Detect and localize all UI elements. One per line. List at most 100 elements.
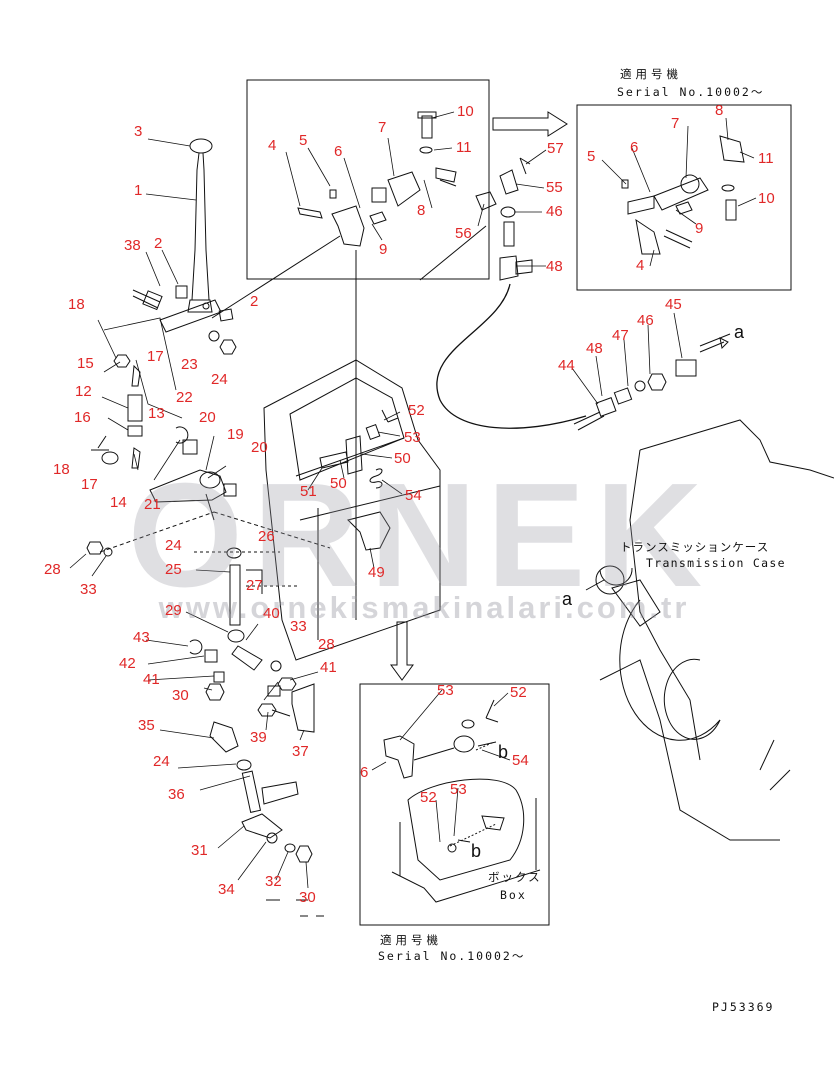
part-label-6: 6 bbox=[630, 139, 639, 156]
part-label-4: 4 bbox=[636, 257, 645, 274]
part-label-30: 30 bbox=[172, 687, 189, 704]
part-label-24: 24 bbox=[153, 753, 170, 770]
part-label-25: 25 bbox=[165, 561, 182, 578]
serial-top-right-jp: 適用号機 bbox=[620, 67, 682, 81]
part-label-39: 39 bbox=[250, 729, 267, 746]
part-label-10: 10 bbox=[457, 103, 474, 120]
part-label-8: 8 bbox=[715, 102, 724, 119]
part-label-29: 29 bbox=[165, 602, 182, 619]
part-label-43: 43 bbox=[133, 629, 150, 646]
box-text: Box bbox=[500, 888, 527, 902]
part-label-17: 17 bbox=[147, 348, 164, 365]
part-label-11: 11 bbox=[456, 139, 472, 156]
watermark-url: www.ornekismakinalari.com.tr bbox=[158, 590, 690, 625]
part-label-7: 7 bbox=[378, 119, 387, 136]
connector-letter-a-left: a bbox=[562, 589, 573, 609]
part-label-2: 2 bbox=[250, 293, 259, 310]
watermark-logo: ORNEK bbox=[127, 453, 713, 618]
transmission-case-jp: トランスミッションケース bbox=[620, 540, 770, 554]
part-label-50: 50 bbox=[330, 475, 347, 492]
part-label-52: 52 bbox=[408, 402, 425, 419]
part-label-31: 31 bbox=[191, 842, 208, 859]
part-label-48: 48 bbox=[546, 258, 563, 275]
arrow-right bbox=[492, 111, 568, 137]
part-label-4: 4 bbox=[268, 137, 277, 154]
part-label-41: 41 bbox=[320, 659, 337, 676]
part-label-12: 12 bbox=[75, 383, 92, 400]
part-label-16: 16 bbox=[74, 409, 91, 426]
part-label-49: 49 bbox=[368, 564, 385, 581]
transmission-case-text: Transmission Case bbox=[646, 556, 786, 570]
part-label-48: 48 bbox=[586, 340, 603, 357]
part-label-13: 13 bbox=[148, 405, 165, 422]
part-label-56: 56 bbox=[455, 225, 472, 242]
part-label-52: 52 bbox=[420, 789, 437, 806]
part-label-22: 22 bbox=[176, 389, 193, 406]
part-label-9: 9 bbox=[379, 241, 388, 258]
connector-letter-b-bottom: b bbox=[471, 841, 482, 861]
part-label-11: 11 bbox=[758, 150, 774, 167]
part-label-41: 41 bbox=[143, 671, 160, 688]
part-label-21: 21 bbox=[144, 496, 161, 513]
part-label-28: 28 bbox=[318, 636, 335, 653]
part-label-50: 50 bbox=[394, 450, 411, 467]
box-outline bbox=[407, 778, 525, 881]
drawing-number: PJ53369 bbox=[712, 1000, 775, 1014]
part-label-26: 26 bbox=[258, 528, 275, 545]
serial-top-right-text: Serial No.10002～ bbox=[617, 85, 765, 99]
part-label-27: 27 bbox=[246, 577, 263, 594]
detail-box-serial-bottom bbox=[359, 683, 550, 926]
part-label-18: 18 bbox=[53, 461, 70, 478]
part-label-6: 6 bbox=[360, 764, 369, 781]
part-label-9: 9 bbox=[695, 220, 704, 237]
serial-bottom-jp: 適用号機 bbox=[380, 933, 442, 947]
part-label-8: 8 bbox=[417, 202, 426, 219]
part-label-52: 52 bbox=[510, 684, 527, 701]
part-label-54: 54 bbox=[405, 487, 422, 504]
part-label-30: 30 bbox=[299, 889, 316, 906]
part-label-53: 53 bbox=[404, 429, 421, 446]
part-label-36: 36 bbox=[168, 786, 185, 803]
part-label-57: 57 bbox=[547, 140, 564, 157]
serial-bottom-text: Serial No.10002～ bbox=[378, 949, 526, 963]
detail-box-upper bbox=[246, 79, 490, 280]
part-label-23: 23 bbox=[181, 356, 198, 373]
part-label-37: 37 bbox=[292, 743, 309, 760]
part-label-45: 45 bbox=[665, 296, 682, 313]
dashed-line-28-26 bbox=[99, 511, 331, 553]
part-label-44: 44 bbox=[558, 357, 575, 374]
part-label-6: 6 bbox=[334, 143, 343, 160]
part-label-14: 14 bbox=[110, 494, 127, 511]
part-label-53: 53 bbox=[437, 682, 454, 699]
part-label-7: 7 bbox=[671, 115, 680, 132]
part-label-33: 33 bbox=[290, 618, 307, 635]
part-label-55: 55 bbox=[546, 179, 563, 196]
part-label-53: 53 bbox=[450, 781, 467, 798]
part-label-3: 3 bbox=[134, 123, 143, 140]
part-label-18: 18 bbox=[68, 296, 85, 313]
part-label-32: 32 bbox=[265, 873, 282, 890]
part-label-47: 47 bbox=[612, 327, 629, 344]
connector-letter-a-right: a bbox=[734, 322, 745, 342]
part-label-28: 28 bbox=[44, 561, 61, 578]
part-label-24: 24 bbox=[165, 537, 182, 554]
part-label-17: 17 bbox=[81, 476, 98, 493]
detail-box-serial-right bbox=[576, 104, 792, 291]
part-label-51: 51 bbox=[300, 483, 317, 500]
part-label-40: 40 bbox=[263, 605, 280, 622]
part-label-10: 10 bbox=[758, 190, 775, 207]
part-label-34: 34 bbox=[218, 881, 235, 898]
transmission-case-outline bbox=[263, 359, 441, 661]
part-label-24: 24 bbox=[211, 371, 228, 388]
part-label-20: 20 bbox=[251, 439, 268, 456]
part-label-5: 5 bbox=[587, 148, 596, 165]
connector-letter-b-top: b bbox=[498, 742, 509, 762]
box-jp: ボックス bbox=[488, 870, 542, 884]
part-label-2: 2 bbox=[154, 235, 163, 252]
part-label-46: 46 bbox=[637, 312, 654, 329]
part-label-19: 19 bbox=[227, 426, 244, 443]
control-cable bbox=[436, 283, 587, 429]
